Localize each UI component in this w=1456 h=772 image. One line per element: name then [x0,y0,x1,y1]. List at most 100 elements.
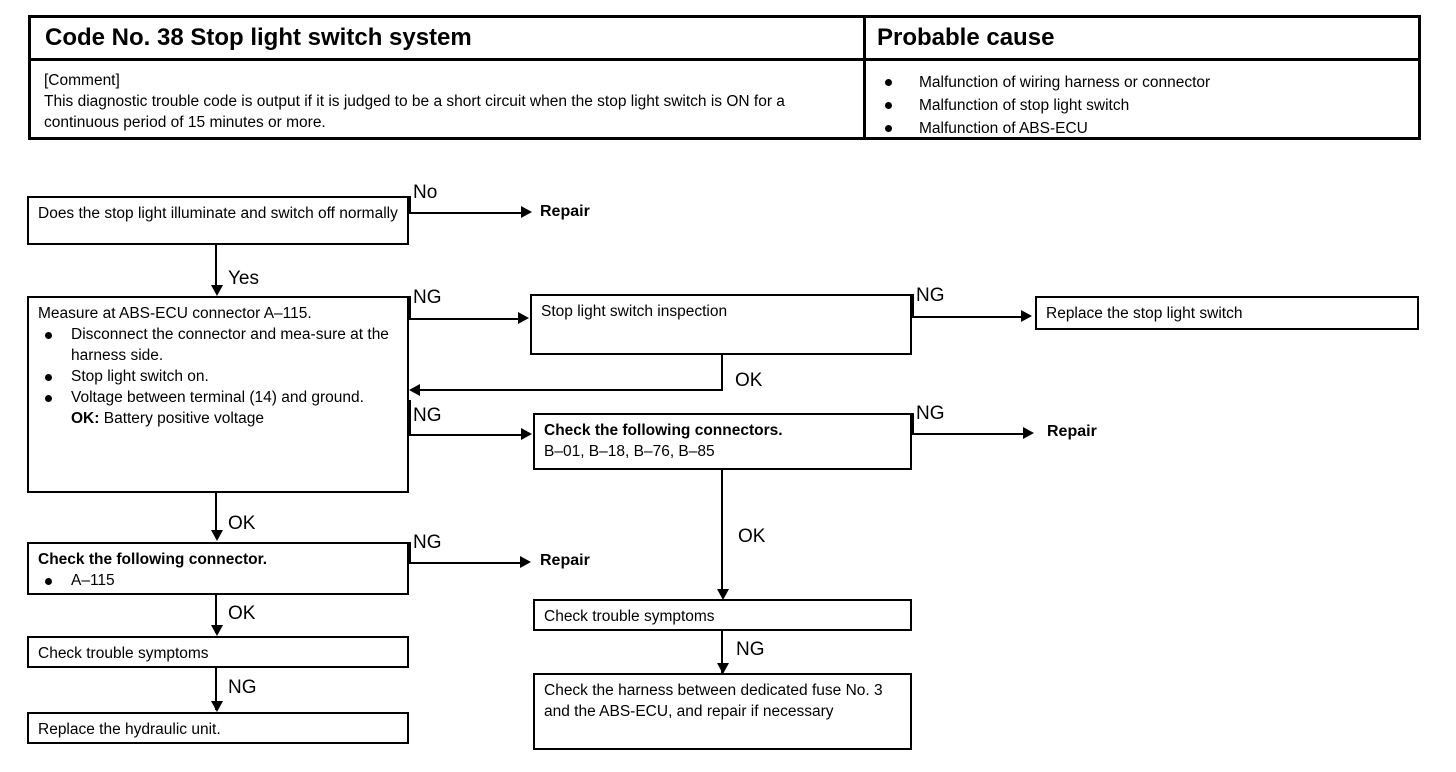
branch-label-ok: OK [738,526,766,547]
list-item: Malfunction of stop light switch [879,94,1409,117]
arrowhead-icon [518,312,529,324]
measure-bullet-1: Disconnect the connector and mea-sure at… [71,326,389,364]
table-header-row [31,18,1418,61]
cause-text: Malfunction of stop light switch [919,97,1130,114]
branch-label-ng: NG [413,287,442,308]
probable-cause-title: Probable cause [877,24,1055,51]
cause-text: Malfunction of ABS-ECU [919,120,1088,137]
step-text: Check the following connector. A–115 [38,549,401,591]
branch-label-ng: NG [228,677,257,698]
arrowhead-icon [520,556,531,568]
arrowhead-icon [211,701,223,712]
measure-instruction: Measure at ABS-ECU connector A–115. [38,305,312,322]
branch-label-no: No [413,182,438,203]
list-item: Stop light switch on. [38,366,401,387]
code-title: Code No. 38 Stop light switch system [45,24,472,51]
step-text: Check the following connectors. B–01, B–… [544,420,904,462]
connector-line [215,595,217,633]
step-text: Does the stop light illuminate and switc… [38,205,398,222]
bullet-icon [885,125,892,132]
bullet-icon [885,102,892,109]
outcome-repair: Repair [1047,423,1097,440]
branch-label-ok: OK [735,370,763,391]
ok-label: OK: [71,410,100,427]
comment-cell: [Comment] This diagnostic trouble code i… [44,70,849,133]
connector-line [912,413,914,435]
measure-bullet-2: Stop light switch on. [71,368,209,385]
step-box-check-trouble-symptoms-right: Check trouble symptoms [533,599,912,631]
step-text: Check trouble symptoms [38,645,209,662]
comment-text: This diagnostic trouble code is output i… [44,93,785,131]
branch-label-ng: NG [916,403,945,424]
arrowhead-icon [211,625,223,636]
step-box-replace-hydraulic-unit: Replace the hydraulic unit. [27,712,409,744]
step-box-measure-abs-ecu: Measure at ABS-ECU connector A–115. Disc… [27,296,409,493]
step-text: Stop light switch inspection [541,303,728,320]
connector-line [409,400,411,436]
outcome-repair: Repair [540,203,590,220]
step-box-stop-light-switch-inspection: Stop light switch inspection [530,294,912,355]
ok-value: Battery positive voltage [103,410,264,427]
connector-id: A–115 [71,572,115,589]
connector-line [721,470,723,596]
bullet-icon [45,332,52,339]
comment-label: [Comment] [44,72,120,89]
step-text: Check the harness between dedicated fuse… [544,682,883,720]
ok-criteria: OK: Battery positive voltage [71,408,401,429]
connector-line [409,318,521,320]
bullet-icon [45,374,52,381]
branch-label-ng: NG [736,639,765,660]
connector-line [215,493,217,537]
list-item: Disconnect the connector and mea-sure at… [38,324,401,366]
arrowhead-icon [1021,310,1032,322]
step-box-check-harness: Check the harness between dedicated fuse… [533,673,912,750]
list-item: Voltage between terminal (14) and ground… [38,387,401,429]
arrowhead-icon [717,589,729,600]
arrowhead-icon [211,285,223,296]
connector-line [912,433,1026,435]
branch-label-ok: OK [228,513,256,534]
connector-line [409,212,526,214]
connector-line [409,296,411,320]
cause-text: Malfunction of wiring harness or connect… [919,74,1211,91]
check-connector-title: Check the following connector. [38,551,268,568]
measure-bullet-3: Voltage between terminal (14) and ground… [71,389,364,406]
step-box-replace-stop-light-switch: Replace the stop light switch [1035,296,1419,330]
fault-code-table: Code No. 38 Stop light switch system Pro… [28,15,1421,140]
list-item: Malfunction of wiring harness or connect… [879,71,1409,94]
arrowhead-icon [1023,427,1034,439]
connector-line [912,294,914,318]
bullet-icon [45,578,52,585]
arrowhead-icon [211,530,223,541]
step-text: Replace the hydraulic unit. [38,721,221,738]
step-text: Check trouble symptoms [544,608,715,625]
arrowhead-icon [521,206,532,218]
branch-label-ok: OK [228,603,256,624]
step-text: Measure at ABS-ECU connector A–115. Disc… [38,303,401,429]
bullet-icon [885,79,892,86]
branch-label-yes: Yes [228,268,259,289]
step-box-check-connectors: Check the following connectors. B–01, B–… [533,413,912,470]
connector-line [409,562,523,564]
bullet-icon [45,395,52,402]
list-item: Malfunction of ABS-ECU [879,117,1409,140]
arrowhead-icon [717,663,729,674]
connector-line [912,316,1024,318]
connector-line [409,434,524,436]
step-box-check-trouble-symptoms-left: Check trouble symptoms [27,636,409,668]
arrowhead-icon [409,384,420,396]
check-connectors-title: Check the following connectors. [544,422,783,439]
connector-line [420,389,723,391]
check-connectors-list: B–01, B–18, B–76, B–85 [544,443,715,460]
branch-label-ng: NG [413,405,442,426]
step-box-check-connector-a115: Check the following connector. A–115 [27,542,409,595]
connector-line [409,542,411,564]
branch-label-ng: NG [413,532,442,553]
connector-line [215,668,217,710]
outcome-repair: Repair [540,552,590,569]
step-text: Replace the stop light switch [1046,305,1243,322]
branch-label-ng: NG [916,285,945,306]
connector-line [215,245,217,291]
connector-line [721,355,723,391]
